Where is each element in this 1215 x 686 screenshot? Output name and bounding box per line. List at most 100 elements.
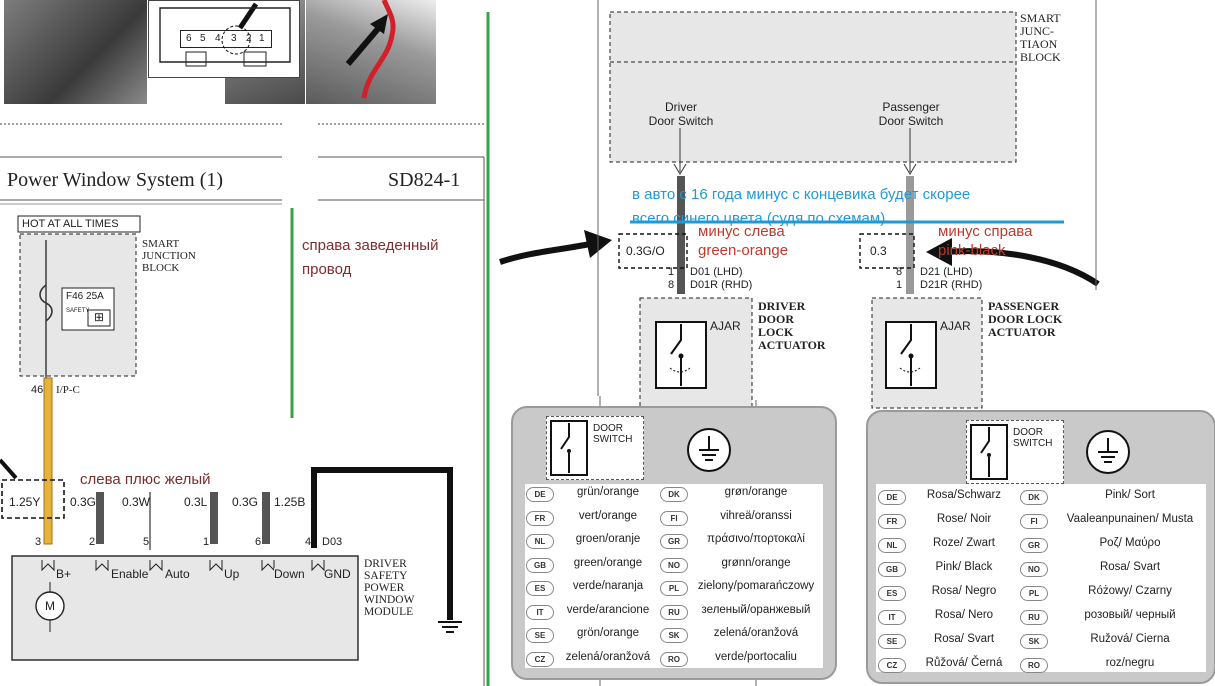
country-code-badge: DE	[878, 490, 906, 505]
module-pin-label: Down	[274, 567, 305, 581]
color-name: vert/orange	[578, 509, 638, 522]
door-switch-symbol: DOOR SWITCH	[546, 416, 644, 480]
note-left-plus: слева плюс желый	[80, 471, 211, 488]
actuator-line: LOCK	[758, 325, 794, 339]
switch-line: Driver	[665, 100, 697, 114]
color-name: green/orange	[573, 556, 643, 569]
pin-label: 5	[200, 33, 206, 44]
module-name-line: MODULE	[364, 606, 414, 618]
driver-door-switch-label: Driver Door Switch	[642, 100, 720, 128]
country-code-badge: FI	[1020, 514, 1048, 529]
country-code-badge: SK	[1020, 634, 1048, 649]
actuator-line: PASSENGER	[988, 299, 1060, 313]
actuator-line: DOOR	[758, 312, 794, 326]
color-name: verde/naranja	[572, 580, 644, 592]
country-code-badge: IT	[526, 604, 554, 620]
color-name: Rosa/ Nero	[934, 609, 994, 621]
pin-number: 8	[896, 266, 903, 278]
note-minus-left: минус слева green-orange	[698, 222, 788, 260]
wire-blue	[210, 492, 218, 544]
title-line: SWITCH	[593, 434, 633, 445]
color-name: Ροζ/ Μαύρο	[1099, 537, 1161, 549]
note-minus-right: минус справа pink-black	[938, 222, 1032, 260]
color-name: Rosa/ Negro	[931, 585, 997, 597]
country-code-badge: DE	[526, 487, 554, 502]
country-code-badge: DK	[660, 487, 688, 502]
sjb-line: JUNC-	[1020, 24, 1055, 38]
color-name: zielony/pomarańczowy	[697, 580, 815, 592]
country-code-badge: GR	[660, 534, 688, 549]
sjb-line: BLOCK	[1020, 50, 1061, 64]
pin-number: 5	[143, 536, 150, 548]
module-name-line: WINDOW	[364, 594, 415, 606]
color-name: Vaaleanpunainen/ Musta	[1066, 513, 1194, 525]
actuator-line: DOOR LOCK	[988, 312, 1063, 326]
ground-icon	[1086, 430, 1130, 474]
color-name: verde/portocaliu	[715, 650, 797, 663]
pin-number: 4	[305, 536, 312, 548]
yellow-wire	[43, 377, 53, 545]
connector-line: D21 (LHD)	[920, 266, 973, 278]
pin-number: 8	[668, 279, 675, 291]
connector-housing	[159, 7, 291, 63]
connector-pin-row: 6 5 4 3 2 1	[180, 30, 272, 48]
wire-green-orange	[677, 176, 685, 294]
country-code-badge: GB	[878, 562, 906, 577]
actuator-line: DRIVER	[758, 299, 806, 313]
note-line: green-orange	[698, 242, 789, 259]
color-name: Rosa/ Svart	[1099, 561, 1161, 573]
driver-pin-numbers: 1 8	[668, 266, 674, 292]
switch-line: Door Switch	[878, 114, 944, 128]
driver-actuator-label: DRIVER DOOR LOCK ACTUATOR	[758, 300, 826, 352]
module-pin-label: Up	[224, 567, 240, 581]
fuse-safety-label: SAFETY	[66, 308, 90, 314]
pin-number: 6	[255, 536, 262, 548]
pin-label: 4	[215, 33, 221, 44]
module-pin-label: Auto	[165, 567, 190, 581]
wire-label: 0.3G	[70, 495, 97, 509]
color-name: Pink/ Black	[935, 561, 993, 573]
color-name: Różowy/ Czarny	[1088, 585, 1172, 597]
fuse-symbol	[39, 284, 53, 322]
pin-number: 1	[896, 279, 903, 291]
color-name: zelená/oranžová	[713, 627, 799, 639]
color-name: Ružová/ Cierna	[1090, 633, 1170, 645]
note-line: справа заведенный	[302, 237, 439, 254]
note-line: всего синего цвета (судя по схемам)	[632, 210, 886, 227]
sjb-line: SMART	[142, 238, 180, 250]
passenger-actuator-label: PASSENGER DOOR LOCK ACTUATOR	[988, 300, 1062, 339]
color-name: Pink/ Sort	[1105, 489, 1155, 501]
ground-wire	[311, 467, 453, 620]
door-switch-symbol: DOOR SWITCH	[966, 420, 1064, 484]
connector-ipc-label: I/P-C	[56, 384, 80, 396]
pin-46-label: 46	[31, 384, 44, 396]
connector-d03-label: D03	[322, 536, 343, 548]
pin-number: 2	[89, 536, 96, 548]
note-line: минус справа	[938, 223, 1033, 240]
title-line: DOOR	[1013, 427, 1043, 438]
color-name: groen/oranje	[575, 533, 641, 545]
color-name: zelená/oranžová	[565, 650, 651, 663]
color-name: vihreä/oranssi	[720, 509, 792, 522]
country-code-badge: FR	[526, 510, 554, 526]
wire-label: 0.3W	[122, 495, 151, 509]
color-name: Rosa/Schwarz	[926, 489, 1002, 501]
pin-number: 1	[203, 536, 210, 548]
wire-green	[96, 492, 104, 544]
wire-label: 1.25B	[274, 495, 306, 509]
pin-number: 1	[668, 266, 675, 278]
country-code-badge: NL	[526, 534, 554, 549]
country-code-badge: GR	[1020, 538, 1048, 553]
photo-arrow-right	[345, 22, 385, 66]
note-blue: в авто с 16 года минус с концевика будет…	[632, 183, 970, 231]
pin-number: 3	[35, 536, 42, 548]
note-line: в авто с 16 года минус с концевика будет…	[632, 186, 971, 203]
country-code-badge: SK	[660, 628, 688, 643]
diagram-title: Power Window System (1)	[7, 169, 224, 191]
country-code-badge: RO	[1020, 658, 1048, 673]
country-code-badge: ES	[526, 581, 554, 596]
connector-line: D01R (RHD)	[690, 279, 753, 291]
country-code-badge: DK	[1020, 490, 1048, 505]
color-name: verde/arancione	[566, 603, 650, 616]
country-code-badge: RU	[660, 604, 688, 620]
